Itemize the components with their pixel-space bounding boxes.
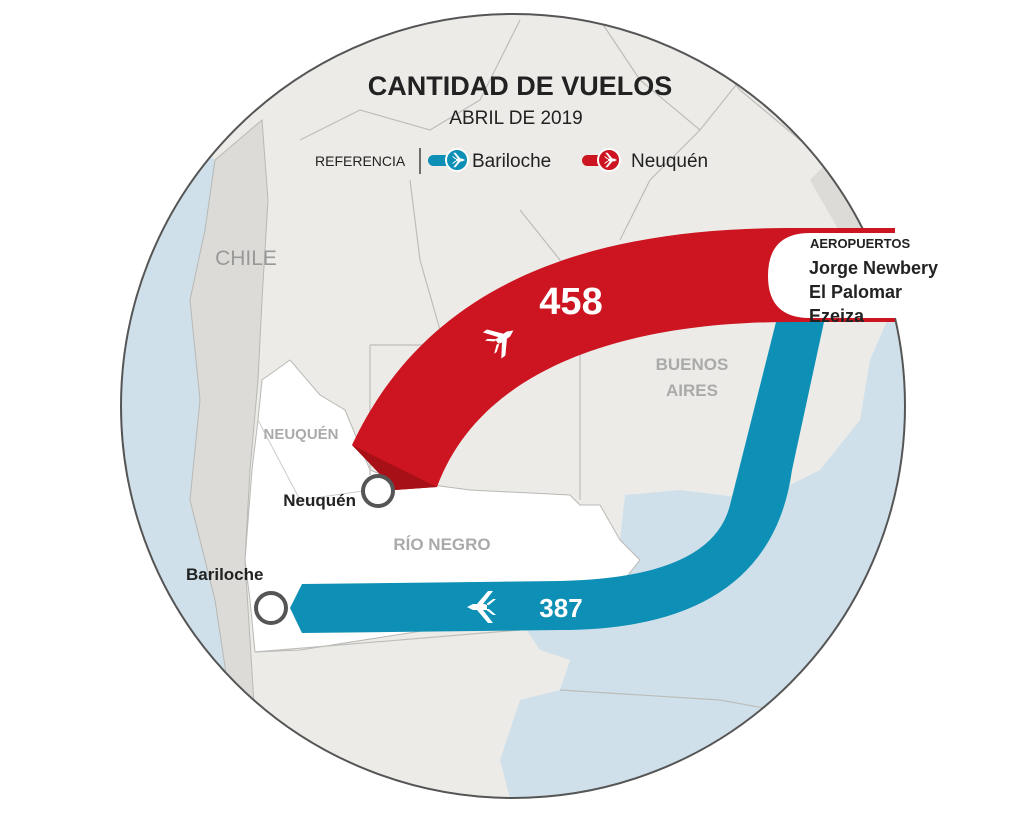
airport-item: Jorge Newbery xyxy=(809,258,938,278)
subtitle: ABRIL DE 2019 xyxy=(449,108,582,129)
neuquen-city-marker xyxy=(361,474,395,508)
bariloche-flight-count: 387 xyxy=(539,593,582,623)
svg-text:AIRES: AIRES xyxy=(666,381,718,400)
bariloche-flow-band xyxy=(290,322,824,633)
airport-item: El Palomar xyxy=(809,282,902,302)
legend-item-bariloche: Bariloche xyxy=(428,148,551,172)
title: CANTIDAD DE VUELOS xyxy=(368,71,673,101)
region-chile: CHILE xyxy=(215,247,277,270)
legend-text: Bariloche xyxy=(472,151,551,172)
map-frame xyxy=(120,13,906,799)
airports-box xyxy=(768,233,960,318)
airport-item: Ezeiza xyxy=(809,306,865,326)
bariloche-city-marker xyxy=(254,591,288,625)
legend-label: REFERENCIA xyxy=(315,153,406,169)
neuquen-flow-band xyxy=(352,228,895,490)
region-rio-negro: RÍO NEGRO xyxy=(393,535,490,554)
city-bariloche: Bariloche xyxy=(186,565,263,584)
region-neuquen: NEUQUÉN xyxy=(263,426,338,443)
legend-text: Neuquén xyxy=(631,151,708,172)
airports-heading: AEROPUERTOS xyxy=(810,236,910,251)
city-neuquen: Neuquén xyxy=(283,491,356,510)
neuquen-flight-count: 458 xyxy=(539,281,602,323)
region-buenos-aires: BUENOS xyxy=(656,355,729,374)
legend-item-neuquen: Neuquén xyxy=(582,148,708,172)
